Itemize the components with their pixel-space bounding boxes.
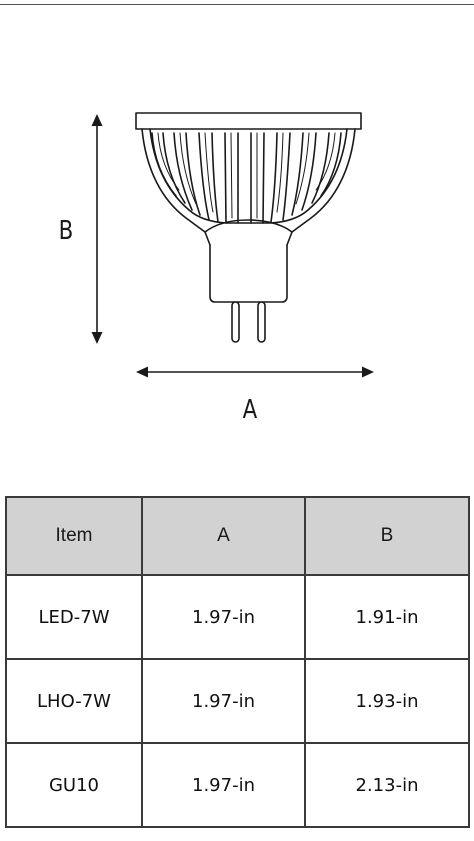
dimension-a-cell: 1.97-in bbox=[141, 742, 306, 828]
column-header-item: Item bbox=[5, 496, 143, 576]
dimension-a-cell: 1.97-in bbox=[141, 574, 306, 660]
dimension-b-cell: 1.91-in bbox=[304, 574, 470, 660]
dimension-b-cell: 2.13-in bbox=[304, 742, 470, 828]
dimension-a-cell: 1.97-in bbox=[141, 658, 306, 744]
item-cell: LED-7W bbox=[5, 574, 143, 660]
item-cell: GU10 bbox=[5, 742, 143, 828]
table-row: LHO-7W 1.97-in 1.93-in bbox=[5, 658, 470, 744]
top-divider bbox=[0, 4, 474, 5]
item-cell: LHO-7W bbox=[5, 658, 143, 744]
dimension-spec-table: Item A B LED-7W 1.97-in 1.91-in LHO-7W 1… bbox=[5, 496, 470, 828]
table-row: LED-7W 1.97-in 1.91-in bbox=[5, 574, 470, 660]
width-dimension-arrow bbox=[136, 366, 374, 378]
column-header-b: B bbox=[304, 496, 470, 576]
bulb-drawing bbox=[91, 112, 374, 378]
dimension-b-cell: 1.93-in bbox=[304, 658, 470, 744]
bulb-dimension-diagram: B A bbox=[58, 112, 374, 425]
table-header-row: Item A B bbox=[5, 496, 470, 576]
mr16-bulb-outline bbox=[135, 112, 362, 343]
dimension-label-a: A bbox=[242, 395, 258, 425]
table-row: GU10 1.97-in 2.13-in bbox=[5, 742, 470, 828]
column-header-a: A bbox=[141, 496, 306, 576]
height-dimension-arrow bbox=[91, 114, 103, 344]
dimension-label-b: B bbox=[58, 216, 74, 246]
